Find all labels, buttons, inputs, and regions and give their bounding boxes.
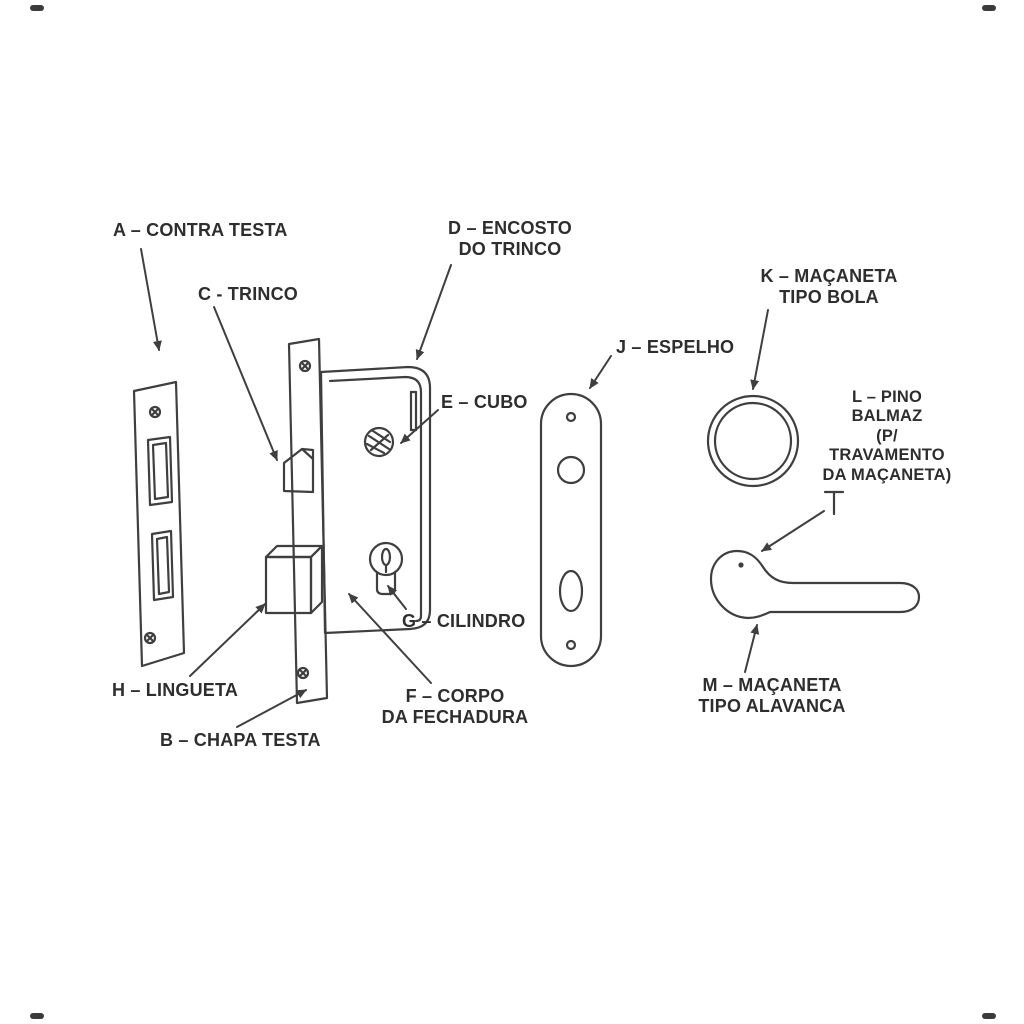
label-cilindro: G – CILINDRO xyxy=(402,611,526,631)
label-chapa-testa: B – CHAPA TESTA xyxy=(160,730,321,750)
arrow-f xyxy=(348,593,432,684)
lock-body-drawing xyxy=(319,365,432,635)
arrow-m xyxy=(744,624,760,673)
arrow-c xyxy=(213,306,278,461)
label-encosto-do-trinco: D – ENCOSTO DO TRINCO xyxy=(448,218,572,260)
hub-drawing xyxy=(363,426,395,458)
latch-drawing xyxy=(282,447,315,494)
label-pino-balmaz: L – PINO BALMAZ (P/ TRAVAMENTO DA MAÇANE… xyxy=(822,388,952,484)
escutcheon-drawing xyxy=(539,392,603,668)
label-cubo: E – CUBO xyxy=(441,392,528,412)
label-trinco: C - TRINCO xyxy=(198,284,298,304)
label-espelho: J – ESPELHO xyxy=(616,337,735,357)
deadbolt-drawing xyxy=(264,544,324,615)
label-corpo-da-fechadura: F – CORPO DA FECHADURA xyxy=(381,686,529,728)
label-lingueta: H – LINGUETA xyxy=(112,680,239,700)
arrow-j xyxy=(589,355,612,389)
arrow-g xyxy=(387,585,407,610)
edge-mark-top-right xyxy=(982,5,996,11)
arrow-b xyxy=(236,689,307,728)
lever-handle-drawing xyxy=(709,549,921,620)
arrow-k xyxy=(750,309,769,390)
cylinder-drawing xyxy=(368,541,404,596)
arrow-e xyxy=(400,409,439,444)
edge-mark-bottom-left xyxy=(30,1013,44,1019)
leader-arrows xyxy=(140,248,825,728)
arrow-l xyxy=(761,510,825,552)
arrow-d xyxy=(415,264,452,360)
pin-drawing xyxy=(823,490,845,516)
label-macaneta-tipo-bola: K – MAÇANETA TIPO BOLA xyxy=(760,266,898,308)
edge-mark-bottom-right xyxy=(982,1013,996,1019)
edge-mark-top-left xyxy=(30,5,44,11)
arrow-h xyxy=(189,603,266,677)
strike-plate-drawing xyxy=(132,380,186,668)
arrow-a xyxy=(140,248,162,351)
knob-drawing xyxy=(706,394,800,488)
label-macaneta-tipo-alavanca: M – MAÇANETA TIPO ALAVANCA xyxy=(698,675,846,717)
face-plate-drawing xyxy=(287,337,329,705)
label-contra-testa: A – CONTRA TESTA xyxy=(113,220,288,240)
